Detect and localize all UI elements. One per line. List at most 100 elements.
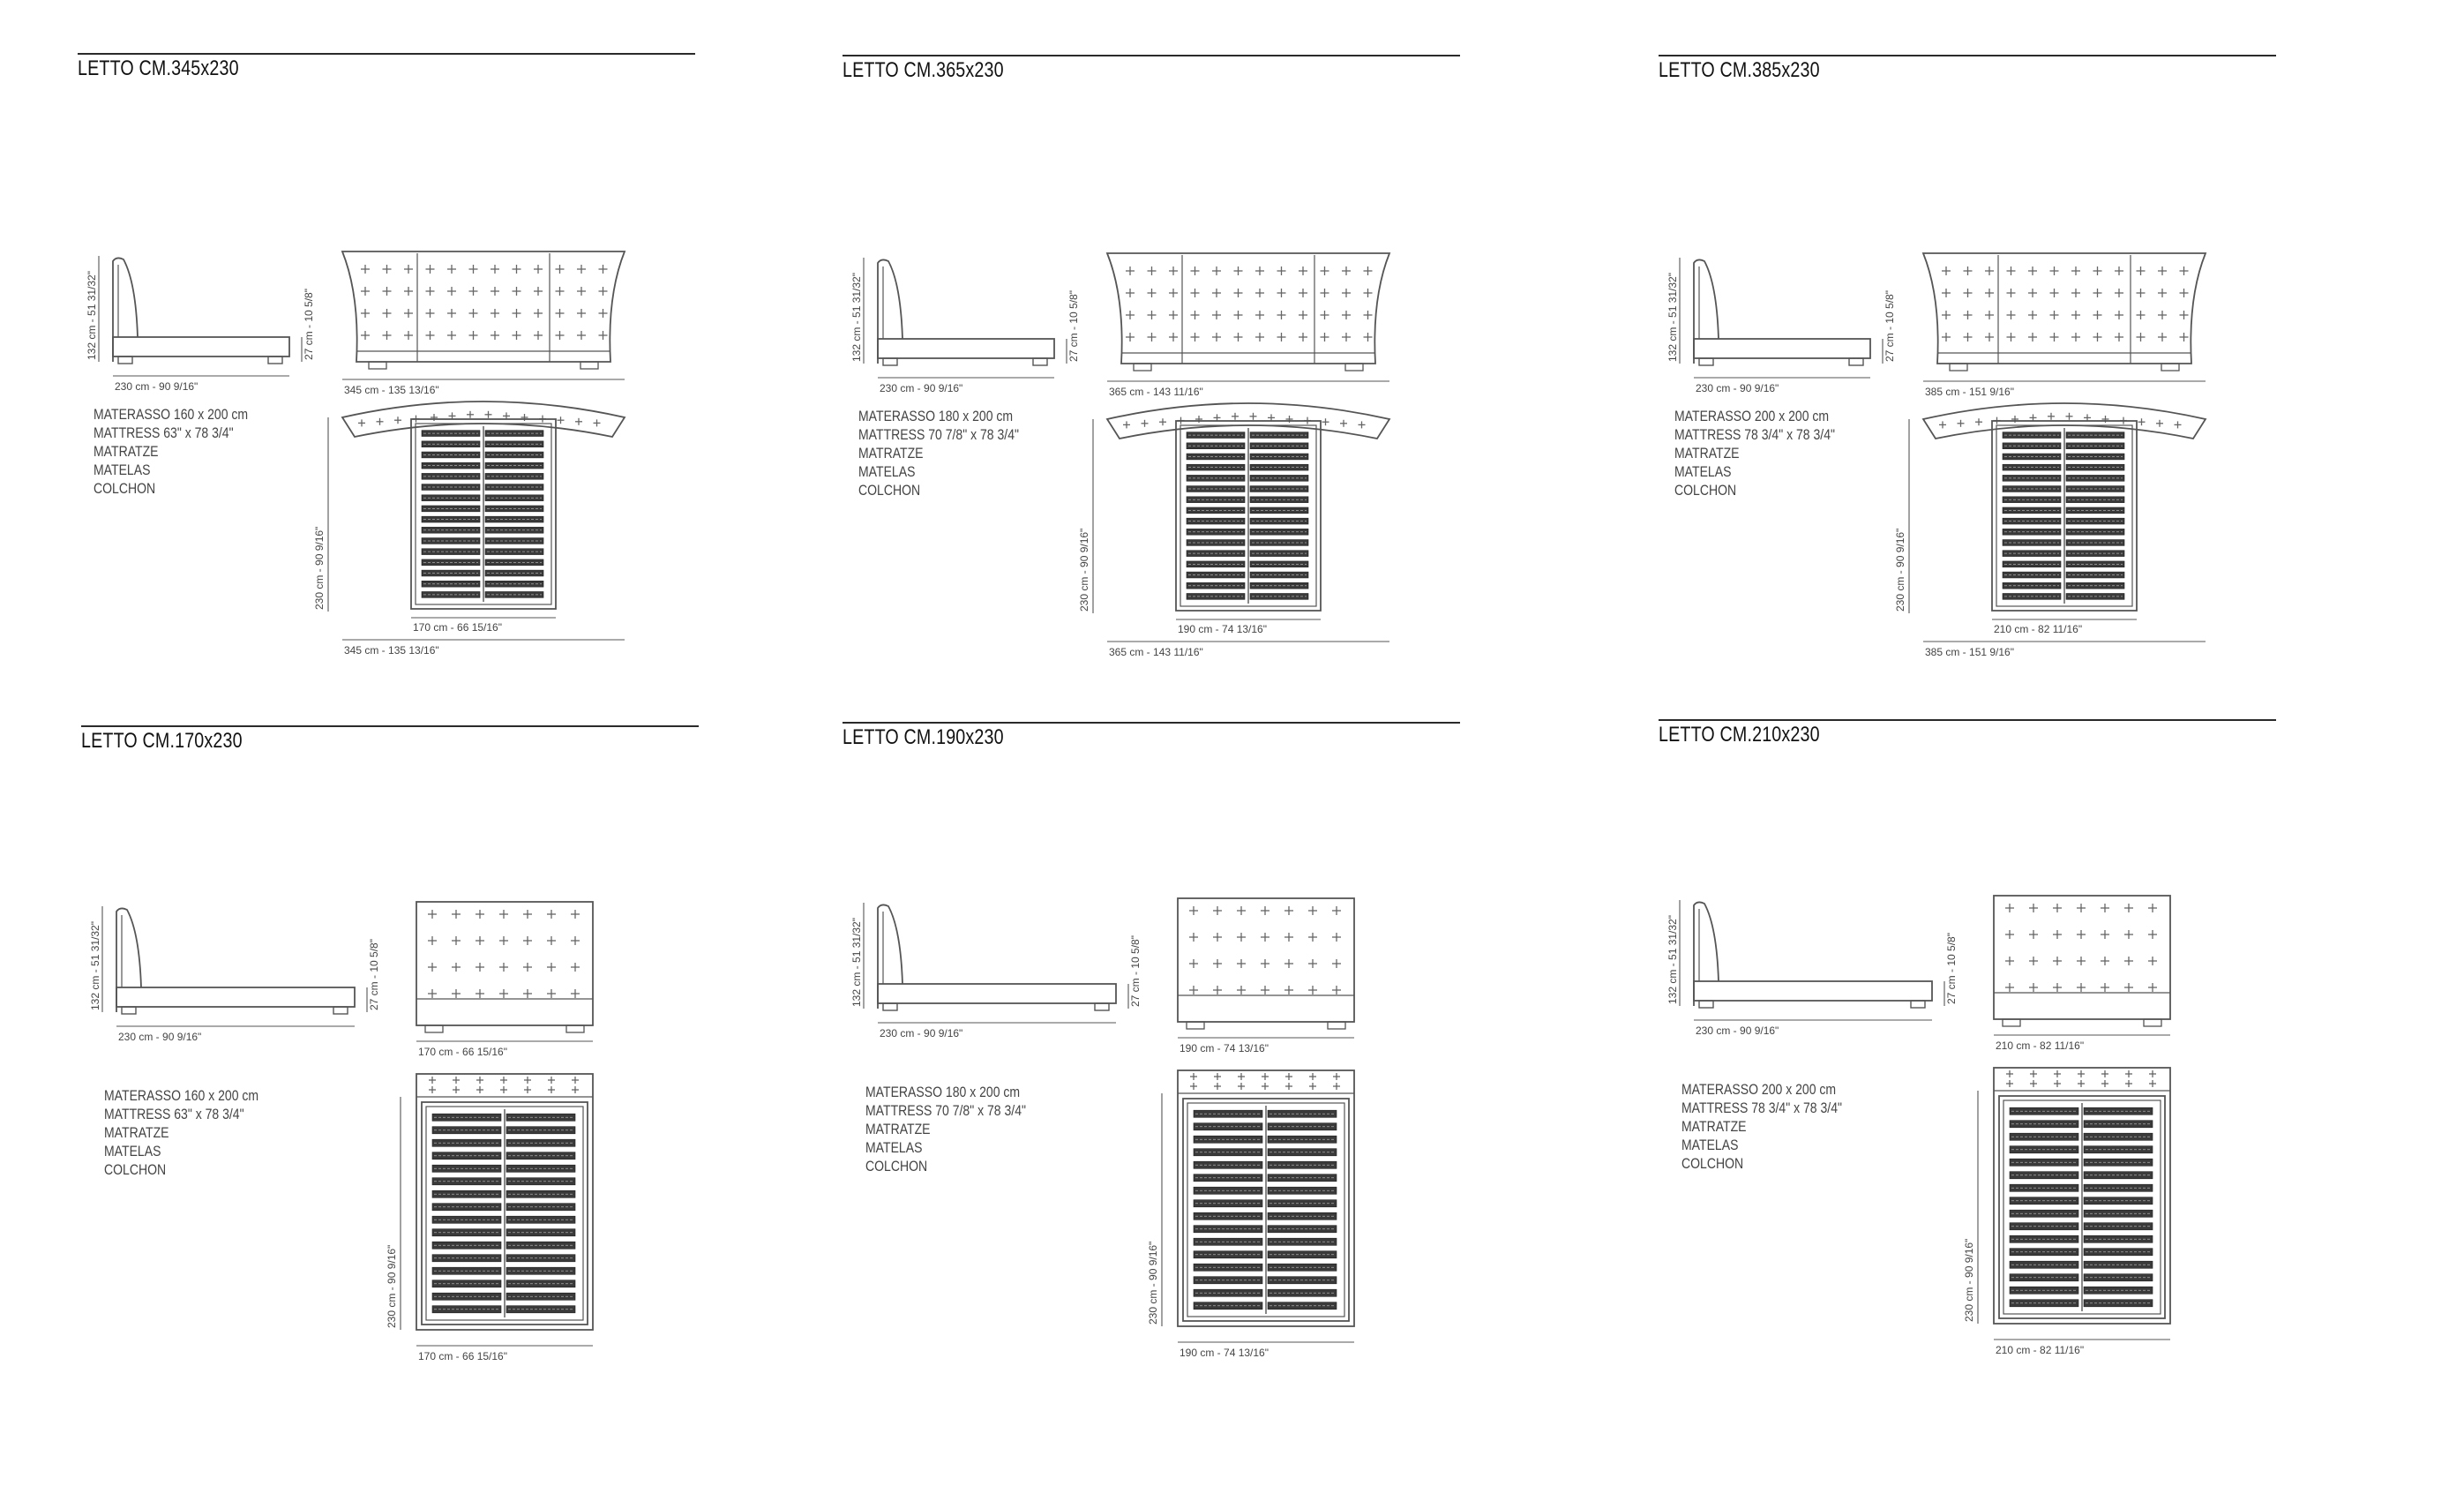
tufting-button <box>1957 419 1965 427</box>
tufting-button <box>2179 311 2189 319</box>
spec-line: MATTRESS 78 3/4" x 78 3/4" <box>1674 427 1835 443</box>
side-elevation: 132 cm - 51 31/32"230 cm - 90 9/16"27 cm… <box>850 903 1142 1039</box>
tufting-button <box>382 287 392 296</box>
tufting-button <box>2049 333 2059 341</box>
tufting-button <box>1299 311 1307 319</box>
side-depth-label: 230 cm - 90 9/16" <box>1696 382 1779 394</box>
tufting-button <box>503 412 510 420</box>
front-width-label: 365 cm - 143 11/16" <box>1109 386 1203 398</box>
tufting-button <box>1212 266 1221 275</box>
tufting-button <box>491 309 499 318</box>
tufting-button <box>2158 289 2167 297</box>
tufting-button <box>476 1086 483 1093</box>
tufting-button <box>452 936 461 945</box>
spec-line: MATERASSO 160 x 200 cm <box>104 1088 259 1104</box>
spec-line: COLCHON <box>1674 483 1737 499</box>
tufting-button <box>534 287 543 296</box>
headboard-profile <box>1693 259 1719 364</box>
tufting-button <box>448 412 456 420</box>
tufting-button <box>2053 904 2062 912</box>
base-height-label: 27 cm - 10 5/8" <box>368 939 380 1010</box>
front-elevation: 170 cm - 66 15/16" <box>416 901 594 1058</box>
tufting-button <box>1985 311 1994 319</box>
tufting-button <box>2078 1080 2085 1087</box>
spec-line: MATELAS <box>104 1144 161 1160</box>
tufting-button <box>571 910 580 919</box>
tufting-button <box>1213 933 1222 942</box>
spec-line: COLCHON <box>94 481 156 497</box>
tufting-button <box>524 1077 531 1084</box>
tufting-button <box>1363 333 1373 341</box>
spec-line: MATERASSO 180 x 200 cm <box>865 1084 1021 1100</box>
bed-base <box>1693 980 1933 1002</box>
tufting-button <box>1332 933 1341 942</box>
foot <box>1848 357 1864 366</box>
tufting-button <box>382 309 392 318</box>
tufting-button <box>1212 289 1221 297</box>
tufting-button <box>1190 266 1200 275</box>
tufting-button <box>425 265 435 274</box>
tufting-button <box>1942 333 1951 341</box>
tufting-button <box>577 265 586 274</box>
spec-line: MATRATZE <box>1681 1119 1747 1135</box>
tufting-button <box>500 1077 507 1084</box>
spec-line: MATRATZE <box>104 1125 169 1141</box>
slat-grid <box>1991 420 2138 612</box>
base-height-label: 27 cm - 10 5/8" <box>1884 290 1896 362</box>
spec-line: COLCHON <box>1681 1156 1744 1172</box>
tufting-button <box>2148 904 2157 912</box>
mattress-width-label: 170 cm - 66 15/16" <box>413 621 502 634</box>
tufting-button <box>1189 959 1198 968</box>
tufting-button <box>1213 414 1221 422</box>
tufting-button <box>555 309 565 318</box>
plan-view: 230 cm - 90 9/16"170 cm - 66 15/16"345 c… <box>313 401 626 657</box>
tufting-button <box>1975 418 1982 426</box>
tufting-button <box>524 1086 531 1093</box>
bed-base <box>877 983 1117 1004</box>
tufting-button <box>1342 266 1351 275</box>
front-width-label: 385 cm - 151 9/16" <box>1925 386 2014 398</box>
front-width-label: 210 cm - 82 11/16" <box>1996 1039 2084 1052</box>
tufting-button <box>361 265 370 274</box>
foot <box>1186 1021 1205 1030</box>
plan-depth-label: 230 cm - 90 9/16" <box>1963 1239 1975 1322</box>
tufting-button <box>2136 311 2146 319</box>
bed-title: LETTO CM.210x230 <box>1659 723 1820 747</box>
tufting-button <box>476 936 484 945</box>
tufting-button <box>476 1077 483 1084</box>
tufting-button <box>2005 957 2014 965</box>
tufting-button <box>1233 333 1243 341</box>
foot <box>1094 1002 1110 1011</box>
tufting-button <box>523 989 532 998</box>
headboard-profile <box>112 257 139 362</box>
bed-outline-plan <box>1177 1069 1355 1327</box>
front-width-label: 170 cm - 66 15/16" <box>418 1046 507 1058</box>
title-rule <box>81 725 699 727</box>
tufting-button <box>428 936 437 945</box>
tufting-button <box>1309 1073 1316 1080</box>
spec-line: MATERASSO 200 x 200 cm <box>1674 409 1830 424</box>
tufting-button <box>555 265 565 274</box>
plan-view: 230 cm - 90 9/16"190 cm - 74 13/16" <box>1147 1069 1355 1359</box>
tufting-button <box>1284 906 1293 915</box>
mattress-width-label: 210 cm - 82 11/16" <box>1996 1344 2084 1356</box>
tufting-button <box>2174 421 2182 429</box>
tufting-button <box>1237 906 1246 915</box>
tufting-button <box>428 963 437 972</box>
bed-base <box>877 338 1055 359</box>
bed-drawing: 132 cm - 51 31/32"230 cm - 90 9/16"27 cm… <box>1666 895 2171 1356</box>
slat-grid <box>1175 420 1322 612</box>
plan-depth-label: 230 cm - 90 9/16" <box>1894 529 1906 612</box>
tufting-button <box>2071 333 2080 341</box>
tufting-button <box>1320 333 1329 341</box>
spec-line: MATRATZE <box>858 446 924 462</box>
tufting-button <box>2028 311 2037 319</box>
side-height-label: 132 cm - 51 31/32" <box>86 271 98 360</box>
plan-view: 230 cm - 90 9/16"190 cm - 74 13/16"365 c… <box>1078 402 1391 658</box>
tufting-button <box>2030 1080 2037 1087</box>
headboard-profile <box>1693 901 1719 1006</box>
tufting-button <box>2158 333 2167 341</box>
tufting-button <box>1277 289 1286 297</box>
foot <box>1698 1000 1714 1009</box>
